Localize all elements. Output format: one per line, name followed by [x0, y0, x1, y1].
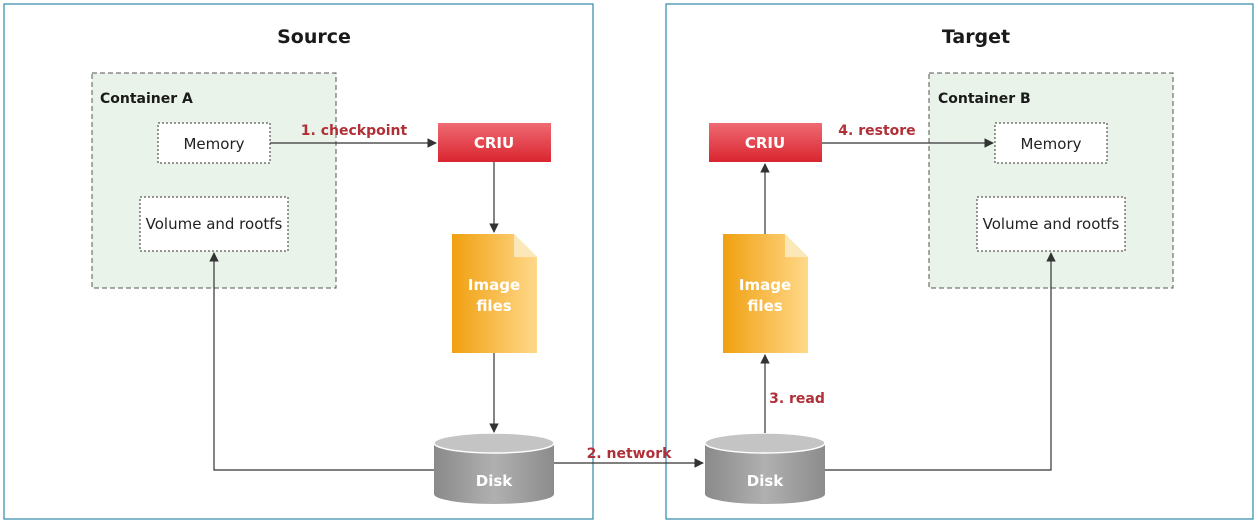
source-volume-box: [139, 196, 289, 252]
source-image-label-1: Image: [468, 276, 520, 294]
disk-to-volume-arrow: [209, 252, 434, 471]
source-image-files: Image files: [452, 234, 537, 353]
target-volume-box: [976, 196, 1126, 252]
target-memory-label: Memory: [1020, 135, 1081, 153]
source-disk: Disk: [433, 432, 555, 504]
source-criu-label: CRIU: [474, 134, 514, 152]
target-criu: CRIU: [709, 123, 822, 162]
source-image-label-2: files: [476, 297, 511, 315]
container-b-title: Container B: [938, 91, 1031, 107]
target-criu-label: CRIU: [745, 134, 785, 152]
target-image-label-1: Image: [739, 276, 791, 294]
target-volume-label: Volume and rootfs: [983, 215, 1120, 233]
source-title: Source: [277, 26, 351, 48]
target-memory-box: [994, 122, 1108, 164]
source-criu: CRIU: [438, 123, 551, 162]
read-label: 3. read: [769, 391, 825, 407]
target-image-files: Image files: [723, 234, 808, 353]
network-label: 2. network: [587, 446, 673, 462]
checkpoint-label: 1. checkpoint: [301, 123, 408, 139]
container-a-title: Container A: [100, 91, 193, 107]
disk-to-target-volume-arrow: [825, 252, 1056, 471]
source-volume-label: Volume and rootfs: [146, 215, 283, 233]
source-memory-label: Memory: [183, 135, 244, 153]
target-disk-label: Disk: [747, 472, 785, 490]
target-title: Target: [942, 26, 1010, 48]
restore-label: 4. restore: [838, 123, 915, 139]
target-disk: Disk: [704, 432, 826, 504]
source-disk-label: Disk: [476, 472, 514, 490]
target-image-label-2: files: [747, 297, 782, 315]
